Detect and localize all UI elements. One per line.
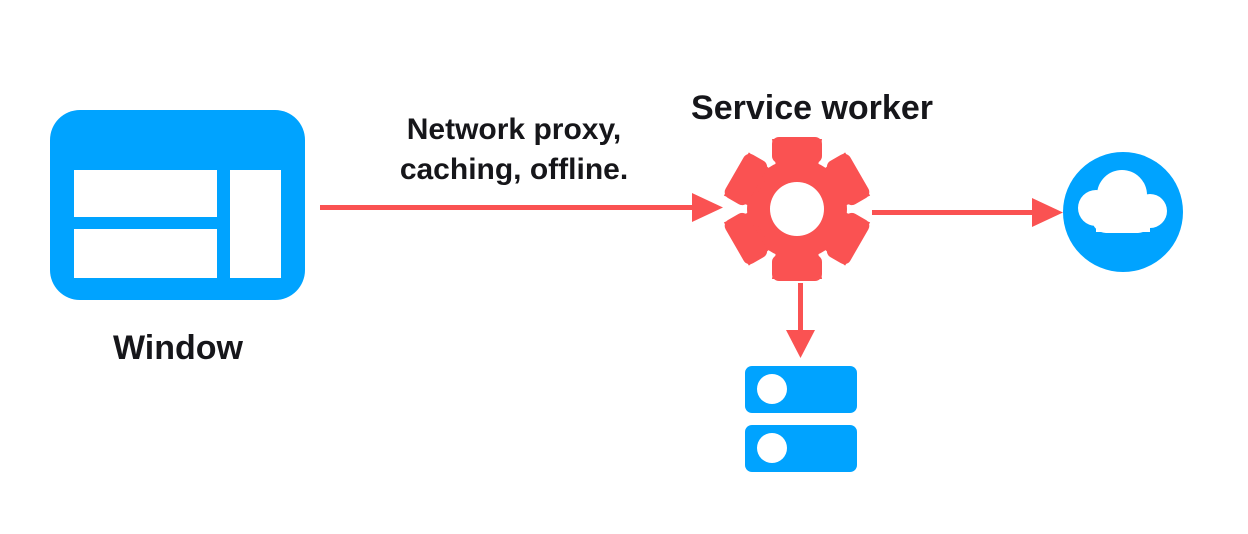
edge-service-worker-to-network xyxy=(872,198,1063,227)
edge-label-network-proxy: Network proxy, caching, offline. xyxy=(400,113,628,186)
gear-icon xyxy=(723,137,871,281)
edge-window-to-service-worker xyxy=(320,193,723,222)
edge-label-line-1: Network proxy, xyxy=(407,113,622,146)
arrowhead-down-icon xyxy=(786,330,815,358)
node-window-label: Window xyxy=(113,329,244,367)
server-storage-icon xyxy=(745,366,857,472)
node-network[interactable] xyxy=(1063,152,1183,272)
node-service-worker[interactable]: Service worker xyxy=(691,89,933,281)
node-window[interactable]: Window xyxy=(50,110,305,367)
node-service-worker-label: Service worker xyxy=(691,89,933,127)
arrowhead-right-icon xyxy=(692,193,723,222)
cloud-shape xyxy=(1078,170,1167,233)
browser-window-icon xyxy=(50,110,305,300)
node-cache-storage[interactable] xyxy=(745,366,857,472)
edge-service-worker-to-cache xyxy=(786,283,815,358)
cloud-icon xyxy=(1063,152,1183,272)
arrowhead-right-icon xyxy=(1032,198,1063,227)
edge-label-line-2: caching, offline. xyxy=(400,153,628,186)
